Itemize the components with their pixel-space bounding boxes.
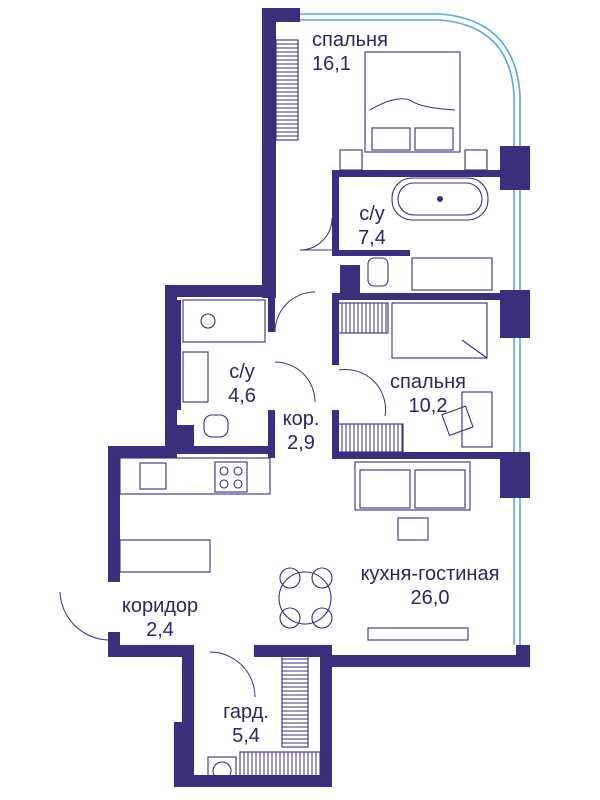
room-corridor: коридор 2,4 xyxy=(108,594,212,642)
washing-machine xyxy=(207,756,237,786)
dining-table xyxy=(278,567,333,629)
room-wardrobe: гард. 5,4 xyxy=(218,700,274,748)
room-corridor-small: кор. 2,9 xyxy=(276,407,326,455)
room-name: кухня-гостиная xyxy=(360,563,500,585)
doors xyxy=(59,217,387,698)
room-name: с/у xyxy=(229,361,255,383)
bathtub xyxy=(391,177,489,221)
room-name: гард. xyxy=(223,701,269,723)
outer-walls xyxy=(108,8,530,787)
sofa xyxy=(354,461,471,641)
room-area: 4,6 xyxy=(228,385,256,407)
bed-large xyxy=(339,51,488,171)
bed-single xyxy=(391,302,493,448)
room-name: кор. xyxy=(282,408,320,430)
room-bathroom-2: с/у 4,6 xyxy=(220,360,264,408)
glazing xyxy=(300,13,521,645)
room-area: 5,4 xyxy=(232,725,260,747)
sink-counter xyxy=(367,257,493,291)
room-area: 2,9 xyxy=(287,432,315,454)
room-kitchen-living: кухня-гостиная 26,0 xyxy=(344,562,516,610)
shower xyxy=(182,299,266,438)
room-area: 2,4 xyxy=(146,619,174,641)
room-name: спальня xyxy=(390,371,466,393)
interior-walls xyxy=(174,170,502,459)
room-name: с/у xyxy=(359,203,385,225)
room-area: 16,1 xyxy=(312,53,351,75)
room-name: коридор xyxy=(121,595,199,617)
room-bedroom-1: спальня 16,1 xyxy=(312,28,388,76)
room-bedroom-2: спальня 10,2 xyxy=(378,370,478,418)
room-area: 10,2 xyxy=(408,395,448,417)
room-area: 26,0 xyxy=(410,587,450,609)
room-bathroom-1: с/у 7,4 xyxy=(350,202,394,250)
kitchen-counter xyxy=(119,457,271,573)
room-name: спальня xyxy=(312,29,388,51)
room-area: 7,4 xyxy=(358,227,386,249)
